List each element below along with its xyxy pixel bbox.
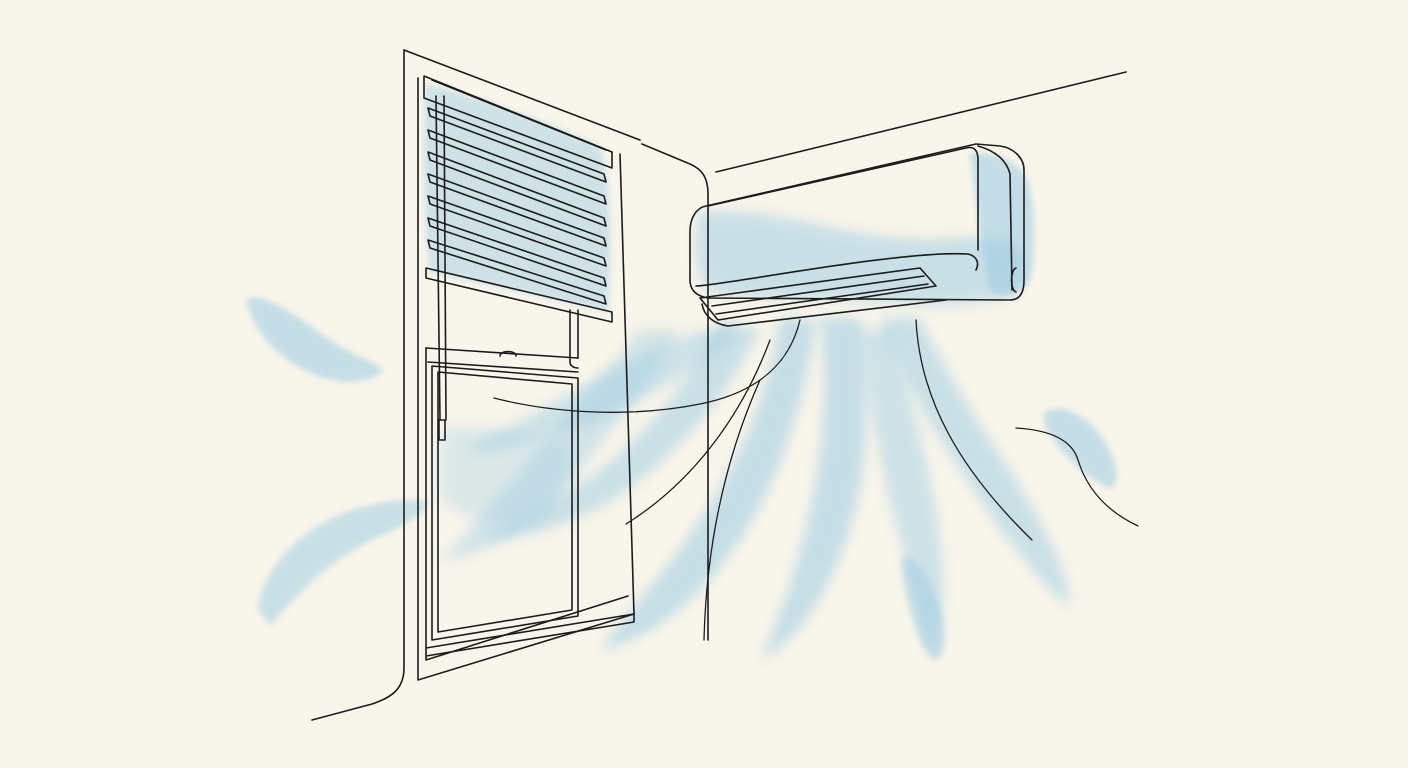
- airflow-line-3: [703, 379, 761, 641]
- wash-plume-5: [880, 318, 1070, 608]
- wash-stroke-left-bottom: [258, 500, 430, 626]
- wash-window-lower: [440, 427, 574, 524]
- wall-top-edge-2: [641, 143, 709, 641]
- window-lower-pane: [431, 365, 579, 641]
- wall-left-edge: [311, 49, 405, 721]
- wash-drop-bottom: [901, 556, 945, 660]
- air-conditioner-icon: [689, 143, 1025, 327]
- window-sash-rail-2: [427, 361, 579, 373]
- ac-louver-2: [715, 283, 929, 315]
- ac-body-outline: [689, 143, 1025, 301]
- ceiling-line: [715, 71, 1127, 173]
- ac-side-panel-line: [1010, 267, 1017, 293]
- window-sill: [425, 613, 635, 657]
- wash-stroke-right: [1043, 408, 1117, 488]
- ac-vent-frame: [699, 267, 937, 321]
- window-right-jamb-2: [569, 309, 579, 369]
- airflow-line-4: [915, 319, 1033, 541]
- window-blind-icon: [423, 75, 613, 441]
- blind-slat-5: [427, 195, 607, 267]
- wash-ac-side: [970, 153, 1035, 296]
- airflow-lines-icon: [493, 319, 1139, 641]
- blind-bottom-rail: [425, 267, 613, 323]
- ac-front-top: [707, 146, 979, 251]
- wash-blinds: [423, 84, 611, 312]
- airflow-wash-icon: [246, 84, 1117, 660]
- blind-headrail-top: [431, 79, 607, 151]
- blind-cord-left: [435, 95, 441, 421]
- ac-side-curve: [977, 145, 1013, 291]
- ac-front-bottom: [695, 252, 979, 287]
- wash-plume-4: [760, 318, 867, 660]
- blind-slat-2: [427, 129, 607, 205]
- window-outer-frame: [417, 77, 635, 681]
- window-lower-pane-inner: [437, 371, 573, 633]
- wash-ac-body: [695, 210, 1025, 305]
- wash-stroke-left-top: [246, 297, 384, 382]
- ac-lower-lip: [701, 299, 947, 327]
- window-icon: [417, 77, 635, 681]
- airflow-line-5: [1015, 427, 1139, 527]
- blind-cord-pull: [438, 419, 446, 441]
- blind-slat-6: [427, 217, 607, 287]
- wall-outline-icon: [311, 49, 1127, 721]
- blind-slat-3: [427, 151, 607, 227]
- wash-plume-3: [600, 318, 816, 650]
- blind-slat-1: [427, 107, 607, 183]
- blind-cord-right: [443, 95, 447, 421]
- blind-slat-7: [427, 239, 607, 305]
- blind-slat-4: [427, 173, 607, 247]
- window-latch: [499, 350, 517, 357]
- window-inner-frame: [425, 347, 629, 661]
- airflow-line-2: [625, 339, 771, 525]
- airflow-line-1: [493, 319, 801, 413]
- wall-top-edge: [403, 49, 641, 141]
- wash-plume-2: [480, 320, 760, 540]
- ac-louver: [711, 275, 925, 307]
